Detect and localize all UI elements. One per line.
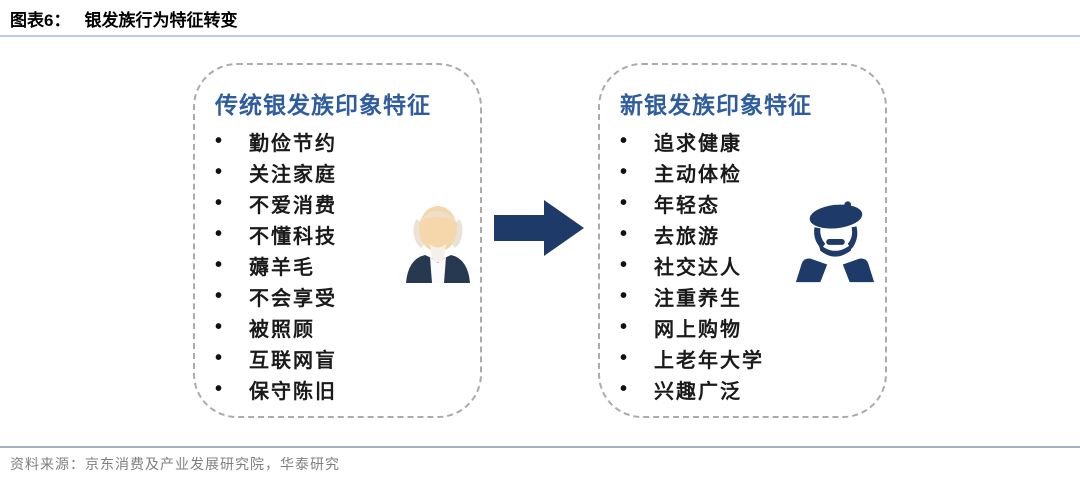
bullet-dot: • bbox=[215, 192, 225, 214]
figure-title: 图表6： 银发族行为特征转变 bbox=[10, 6, 237, 31]
bullet-dot: • bbox=[620, 130, 630, 152]
trait-label: 年轻态 bbox=[654, 195, 720, 217]
trait-label: 关注家庭 bbox=[249, 164, 337, 186]
trait-list-item: • 被照顾 bbox=[215, 312, 480, 343]
new-box-header: 新银发族印象特征 bbox=[620, 92, 812, 118]
bullet-dot: • bbox=[215, 285, 225, 307]
trait-list-item: • 去旅游 bbox=[620, 219, 885, 250]
traditional-trait-list: • 勤俭节约 • 关注家庭 • 不爱消费 • 不懂科技 • 薅羊毛 • 不会享受… bbox=[195, 126, 480, 405]
trait-label: 上老年大学 bbox=[654, 350, 764, 372]
trait-list-item: • 不会享受 bbox=[215, 281, 480, 312]
trait-label: 保守陈旧 bbox=[249, 381, 337, 403]
bullet-dot: • bbox=[620, 223, 630, 245]
bullet-dot: • bbox=[620, 254, 630, 276]
trait-list-item: • 社交达人 bbox=[620, 250, 885, 281]
figure-name: 银发族行为特征转变 bbox=[84, 11, 238, 30]
bullet-dot: • bbox=[620, 192, 630, 214]
bullet-dot: • bbox=[620, 316, 630, 338]
new-trait-list: • 追求健康 • 主动体检 • 年轻态 • 去旅游 • 社交达人 • 注重养生 … bbox=[600, 126, 885, 405]
trait-list-item: • 上老年大学 bbox=[620, 343, 885, 374]
trait-label: 不懂科技 bbox=[249, 226, 337, 248]
trait-label: 不会享受 bbox=[249, 288, 337, 310]
trait-label: 薅羊毛 bbox=[249, 257, 315, 279]
bullet-dot: • bbox=[215, 254, 225, 276]
trait-label: 不爱消费 bbox=[249, 195, 337, 217]
bullet-dot: • bbox=[215, 130, 225, 152]
traditional-box-header: 传统银发族印象特征 bbox=[215, 92, 431, 118]
bullet-dot: • bbox=[620, 161, 630, 183]
figure-number: 图表6： bbox=[10, 11, 71, 30]
trait-label: 兴趣广泛 bbox=[654, 381, 742, 403]
title-divider bbox=[0, 35, 1080, 37]
right-arrow-icon bbox=[494, 200, 584, 256]
trait-label: 社交达人 bbox=[654, 257, 742, 279]
bullet-dot: • bbox=[215, 223, 225, 245]
trait-list-item: • 不爱消费 bbox=[215, 188, 480, 219]
trait-label: 勤俭节约 bbox=[249, 133, 337, 155]
trait-list-item: • 网上购物 bbox=[620, 312, 885, 343]
bullet-dot: • bbox=[620, 347, 630, 369]
trait-list-item: • 年轻态 bbox=[620, 188, 885, 219]
trait-list-item: • 互联网盲 bbox=[215, 343, 480, 374]
trait-label: 追求健康 bbox=[654, 133, 742, 155]
trait-list-item: • 勤俭节约 bbox=[215, 126, 480, 157]
trait-label: 网上购物 bbox=[654, 319, 742, 341]
bullet-dot: • bbox=[215, 347, 225, 369]
bullet-dot: • bbox=[620, 378, 630, 400]
source-note: 资料来源：京东消费及产业发展研究院，华泰研究 bbox=[10, 456, 340, 472]
elderly-man-icon bbox=[406, 206, 470, 283]
trait-list-item: • 不懂科技 bbox=[215, 219, 480, 250]
trait-list-item: • 保守陈旧 bbox=[215, 374, 480, 405]
bullet-dot: • bbox=[215, 316, 225, 338]
trait-label: 互联网盲 bbox=[249, 350, 337, 372]
bullet-dot: • bbox=[215, 378, 225, 400]
trait-list-item: • 追求健康 bbox=[620, 126, 885, 157]
trait-list-item: • 主动体检 bbox=[620, 157, 885, 188]
trait-label: 主动体检 bbox=[654, 164, 742, 186]
bullet-dot: • bbox=[215, 161, 225, 183]
trait-list-item: • 兴趣广泛 bbox=[620, 374, 885, 405]
trait-list-item: • 薅羊毛 bbox=[215, 250, 480, 281]
trait-list-item: • 关注家庭 bbox=[215, 157, 480, 188]
trait-label: 注重养生 bbox=[654, 288, 742, 310]
trait-list-item: • 注重养生 bbox=[620, 281, 885, 312]
bullet-dot: • bbox=[620, 285, 630, 307]
footer-divider bbox=[0, 446, 1080, 448]
trait-label: 去旅游 bbox=[654, 226, 720, 248]
beret-man-icon bbox=[795, 201, 875, 283]
trait-label: 被照顾 bbox=[249, 319, 315, 341]
